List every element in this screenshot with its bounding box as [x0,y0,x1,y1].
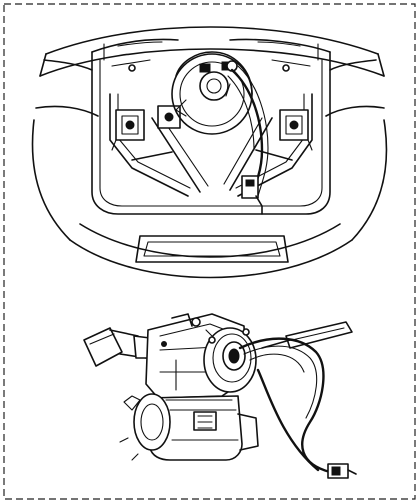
top-trim [117,41,301,72]
wheel-rim [31,26,388,279]
dashed-frame [3,3,416,500]
wiring-harness [225,65,269,215]
pad-housing [91,38,331,215]
lead-wire [238,337,357,479]
right-switch-lever [261,321,353,349]
left-mounting-bracket [111,109,145,151]
lower-cover-slot [135,235,289,263]
right-spoke [325,59,385,117]
harness-connector [241,175,259,199]
left-spoke [35,59,99,117]
spiral-cable-clock-spring [171,51,253,135]
tilt-motor [119,393,259,461]
spoke-frame [109,59,313,197]
combination-switch-assembly [83,313,357,479]
rotary-connector-disc [203,327,257,393]
right-mounting-bracket [279,109,313,151]
steering-wheel-rear-view [31,26,388,279]
left-switch-lever [83,327,153,367]
